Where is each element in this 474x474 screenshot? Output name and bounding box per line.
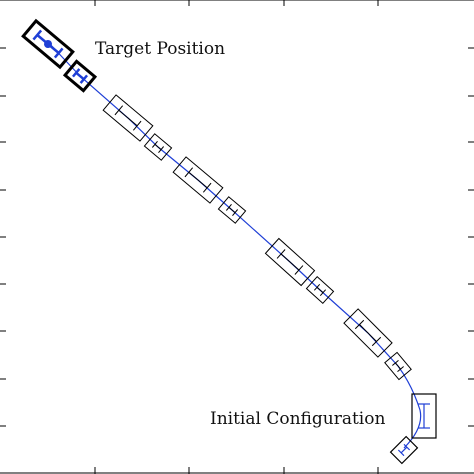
hitch-icon (44, 40, 52, 48)
left-ticks (0, 47, 6, 427)
initial-label: Initial Configuration (210, 409, 385, 429)
right-ticks (468, 47, 474, 427)
snapshot-2 (172, 156, 247, 224)
snapshot-4 (343, 308, 412, 381)
trajectory-path (47, 41, 422, 449)
snapshot-3 (264, 237, 335, 305)
bottom-ticks (94, 467, 379, 474)
initial-rig (389, 393, 437, 465)
initial-trailer (389, 435, 419, 465)
snapshot-1 (102, 94, 173, 161)
top-ticks (94, 0, 379, 6)
target-trailer (62, 59, 98, 93)
target-tractor (21, 18, 75, 70)
target-label: Target Position (95, 39, 225, 59)
target-rig (21, 18, 98, 93)
initial-tractor (411, 393, 437, 439)
